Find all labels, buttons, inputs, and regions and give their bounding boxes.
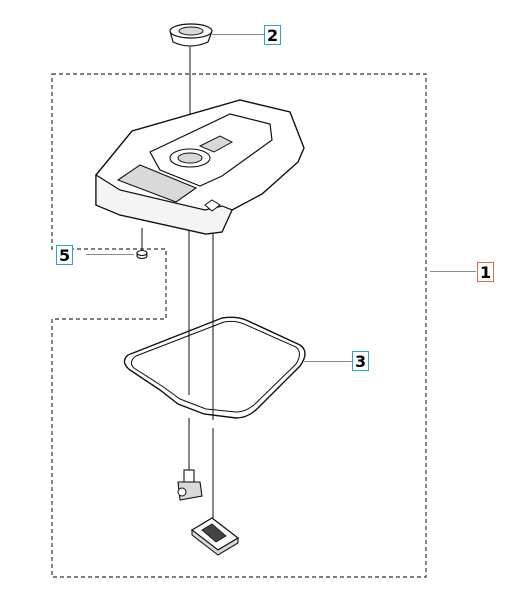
leader-line-2 [212,34,264,35]
screw-part [136,249,148,260]
housing-cover-part [95,99,305,235]
leader-line-3 [304,361,352,362]
callout-label-3: 3 [352,351,370,371]
callout-label-2: 2 [264,25,282,45]
latch-part [177,469,203,501]
leader-line-5 [86,254,134,255]
plate-part [190,517,240,556]
cap-part [169,23,213,47]
gasket-part [123,316,306,419]
leader-line-1 [430,271,476,272]
assembly-boundary [51,73,427,578]
callout-label-5: 5 [56,245,74,265]
callout-label-1: 1 [477,262,495,282]
